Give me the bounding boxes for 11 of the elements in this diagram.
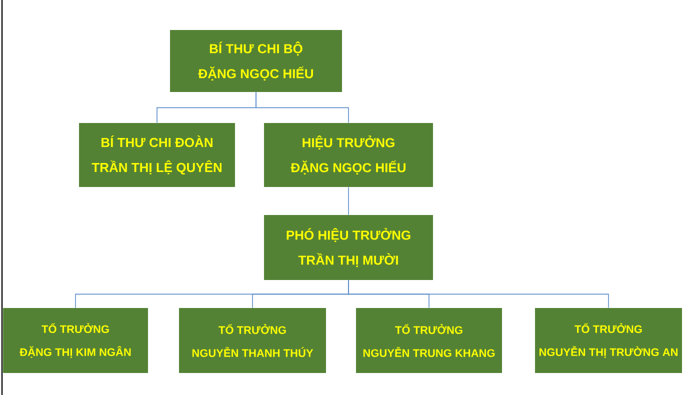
- org-box: TỔ TRƯỞNG ĐẶNG THỊ KIM NGÂN: [3, 308, 148, 373]
- connector-line: [348, 280, 609, 308]
- org-box: TỔ TRƯỞNG NGUYỄN THANH THÚY: [179, 308, 326, 373]
- connector-line: [256, 92, 349, 124]
- connector-line: [348, 186, 349, 216]
- org-box: PHÓ HIỆU TRƯỞNG TRẦN THỊ MƯỜI: [264, 215, 433, 280]
- org-box: TỔ TRƯỞNG NGUYỄN THỊ TRƯỜNG AN: [535, 308, 682, 373]
- org-box: BÍ THƯ CHI BỘ ĐẶNG NGỌC HIẾU: [170, 30, 342, 92]
- org-box: TỔ TRƯỞNG NGUYỄN TRUNG KHANG: [356, 308, 502, 373]
- org-box: BÍ THƯ CHI ĐOÀN TRẦN THỊ LỆ QUYÊN: [79, 123, 235, 187]
- org-box: HIỆU TRƯỞNG ĐẶNG NGỌC HIẾU: [264, 123, 433, 187]
